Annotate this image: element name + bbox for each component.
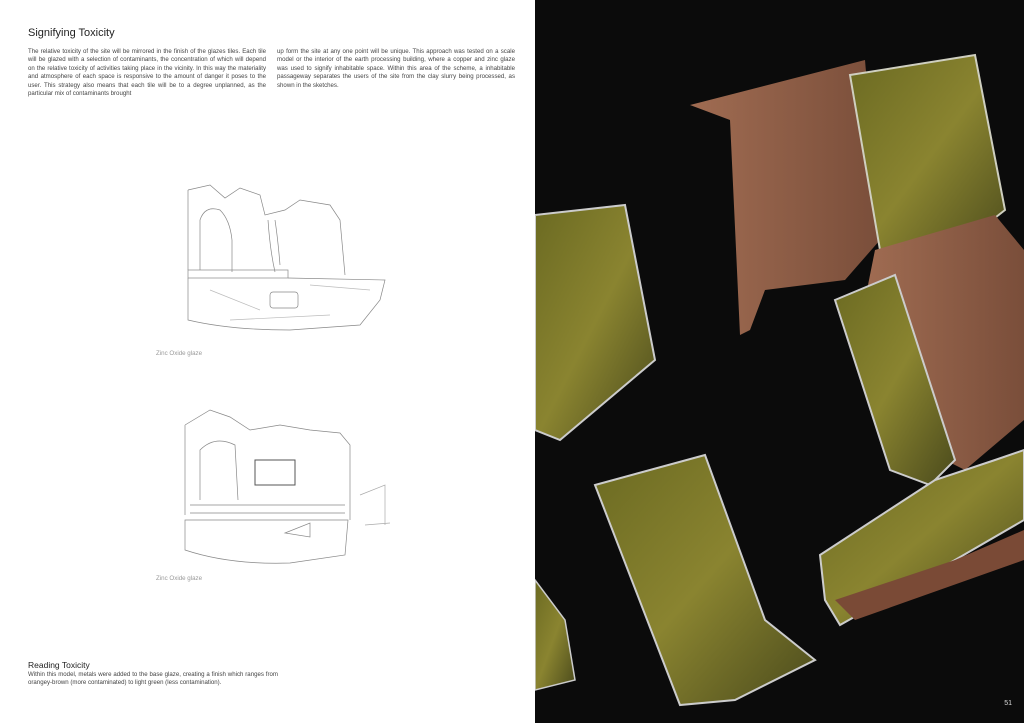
- page-title: Signifying Toxicity: [28, 27, 115, 39]
- section-sketch-1: [187, 184, 386, 331]
- section-body-text: Within this model, metals were added to …: [28, 671, 278, 686]
- section-heading: Reading Toxicity: [28, 660, 90, 670]
- sketch-caption-2: Zinc Oxide glaze: [156, 575, 203, 582]
- page-number: 51: [1004, 700, 1012, 707]
- glazed-tiles-photo: 51: [534, 0, 1024, 723]
- glazed-tiles-image: [534, 53, 1024, 707]
- section-sketch-2: [184, 409, 391, 564]
- sketch-caption-1: Zinc Oxide glaze: [156, 350, 203, 357]
- intro-text-column-2: up form the site at any one point will b…: [277, 48, 515, 89]
- intro-text-column-1: The relative toxicity of the site will b…: [28, 48, 266, 98]
